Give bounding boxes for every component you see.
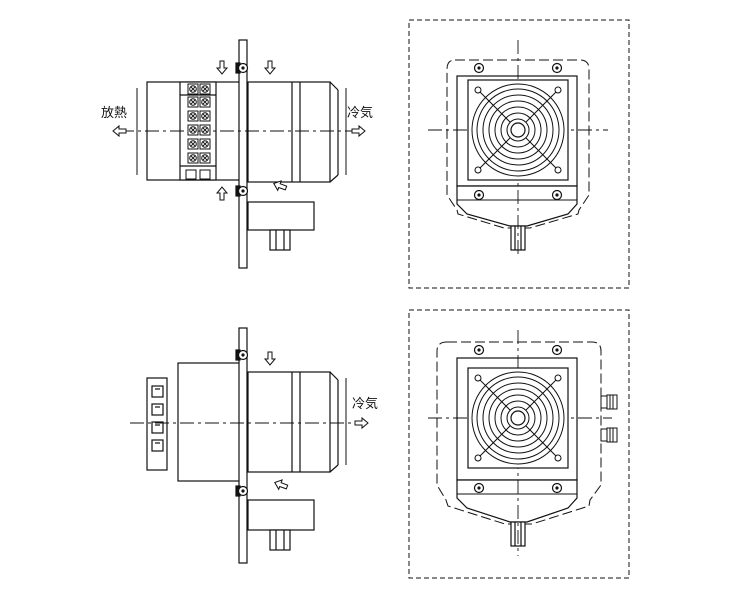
arrow-diagonal-icon xyxy=(273,180,288,192)
arrow-down-icon xyxy=(216,60,228,75)
cool-air-label-bottom: 冷気 xyxy=(352,397,379,412)
tube-fittings xyxy=(600,394,618,443)
arrow-up-icon xyxy=(216,186,228,201)
arrow-down-icon xyxy=(264,60,276,75)
arrow-right-icon xyxy=(354,417,369,429)
arrow-down-icon xyxy=(264,351,276,366)
side-view-top xyxy=(120,39,362,269)
arrow-right-icon xyxy=(351,125,366,137)
arrow-diagonal-icon xyxy=(274,479,289,491)
arrow-left-icon xyxy=(112,125,127,137)
side-view-bottom xyxy=(130,327,352,564)
tube-fitting-icon xyxy=(600,394,618,410)
fan-guard-icon xyxy=(467,79,569,181)
terminal-screws-top xyxy=(185,83,211,180)
cool-air-label-top: 冷気 xyxy=(347,106,374,121)
flow-arrows-top xyxy=(112,60,366,201)
flow-arrows-bottom xyxy=(264,351,369,491)
fan-guard-icon xyxy=(467,367,569,469)
heat-release-label: 放熱 xyxy=(101,106,128,121)
tube-fitting-icon xyxy=(600,427,618,443)
